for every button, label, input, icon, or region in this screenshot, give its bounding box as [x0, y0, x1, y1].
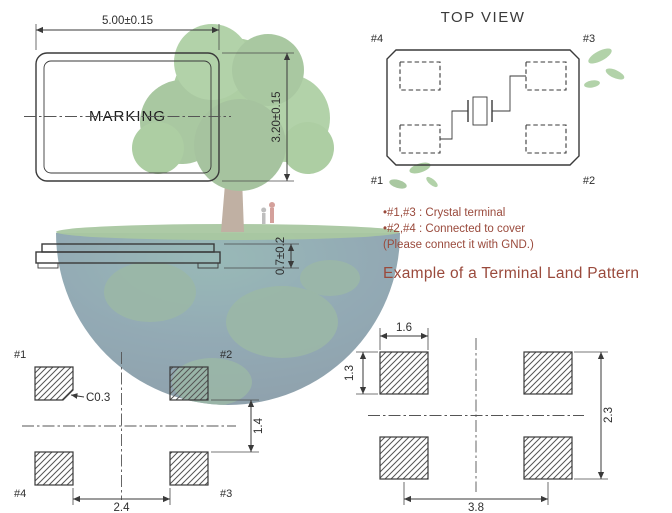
side-pad-left — [37, 262, 59, 269]
dim-height-label: 3.20±0.15 — [271, 91, 283, 142]
land-pattern-right: 1.6 1.3 2.3 3.8 — [344, 322, 615, 513]
land-pin-label-2: #2 — [220, 349, 232, 361]
pad-3-dashed — [525, 61, 567, 91]
land-pad-3 — [169, 451, 209, 486]
dim-pad-width-label: 1.6 — [396, 322, 412, 334]
note-line-3: (Please connect it with GND.) — [383, 239, 534, 251]
pin-label-2: #2 — [583, 175, 595, 187]
grass-line — [56, 224, 400, 240]
land-pin-label-1: #1 — [14, 349, 26, 361]
pin-label-1: #1 — [371, 175, 383, 187]
pad-2-dashed — [525, 124, 567, 154]
land-pattern-heading: Example of a Terminal Land Pattern — [383, 265, 639, 282]
land2-pad-top-right — [523, 351, 573, 395]
tree-trunk — [201, 122, 267, 232]
pin-label-3: #3 — [583, 33, 595, 45]
dim-vertical-span-label: 2.3 — [603, 407, 615, 423]
top-view: TOP VIEW #4 #3 #1 #2 — [371, 9, 595, 187]
land-pad-2 — [169, 366, 209, 401]
land2-pad-top-left — [379, 351, 429, 395]
dim-width-label: 5.00±0.15 — [102, 15, 153, 27]
top-view-body — [386, 49, 580, 166]
land-pin-label-3: #3 — [220, 488, 232, 500]
land-pin-label-4: #4 — [14, 488, 26, 500]
chamfer-label: C0.3 — [86, 392, 110, 404]
dim-horizontal-pitch-label: 3.8 — [468, 502, 484, 513]
dim-vertical-gap-label: 1.4 — [253, 417, 265, 434]
note-line-1: •#1,#3 : Crystal terminal — [383, 207, 505, 219]
package-side-view: 0.7±0.2 — [35, 237, 299, 275]
top-view-title: TOP VIEW — [441, 9, 526, 26]
land-pad-1 — [34, 366, 74, 401]
pad-1-dashed — [399, 124, 441, 154]
pin-label-4: #4 — [371, 33, 383, 45]
package-outer-body — [35, 52, 220, 182]
note-line-2: •#2,#4 : Connected to cover — [383, 223, 525, 235]
dim-pad-height-label: 1.3 — [344, 365, 356, 381]
chamfer-arrow — [70, 393, 85, 399]
land2-pad-bottom-right — [523, 436, 573, 480]
side-pad-right — [197, 262, 219, 269]
terminal-notes: •#1,#3 : Crystal terminal •#2,#4 : Conne… — [383, 207, 534, 251]
crystal-symbol — [440, 75, 526, 140]
land-pattern-left: #1 #2 #4 #3 C0.3 1.4 2.4 — [14, 349, 265, 513]
package-inner-body — [43, 60, 212, 174]
pad-4-dashed — [399, 61, 441, 91]
leaves-top-right — [584, 48, 625, 88]
land-pad-4 — [34, 451, 74, 486]
tiny-figures — [261, 202, 275, 224]
earth-hemisphere — [56, 233, 400, 405]
side-body — [35, 251, 221, 264]
watermark-tree-earth — [56, 24, 625, 405]
dim-horizontal-gap-label: 2.4 — [114, 502, 131, 513]
package-outline-view: 5.00±0.15 MARKING 3.20±0.15 — [24, 15, 294, 182]
land2-pad-bottom-left — [379, 436, 429, 480]
dim-thickness-label: 0.7±0.2 — [275, 237, 287, 275]
